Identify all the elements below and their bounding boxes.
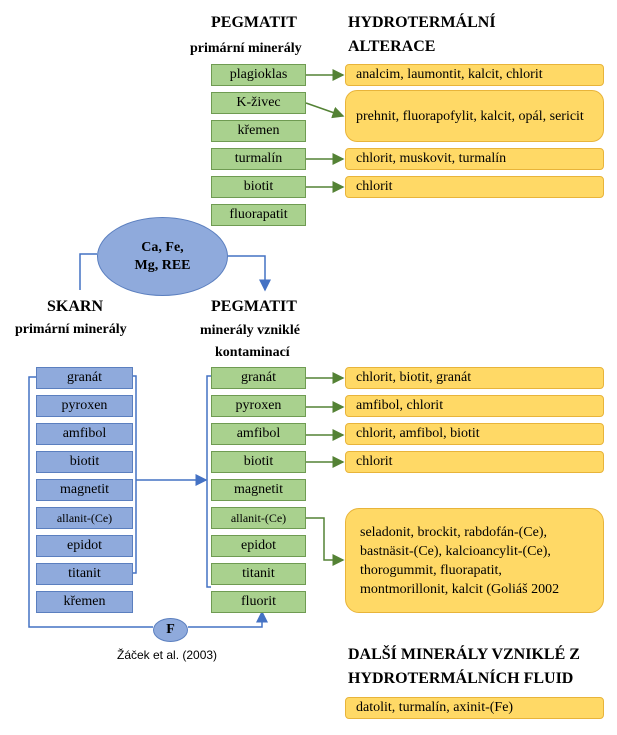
alteration-box: analcim, laumontit, kalcit, chlorit (345, 64, 604, 86)
skarn-mineral-box: allanit-(Ce) (36, 507, 133, 529)
contam-alteration-box: chlorit (345, 451, 604, 473)
allanit-alteration-line3: thorogummit, fluorapatit, (360, 563, 502, 578)
mineral-box: fluorapatit (211, 204, 306, 226)
contam-mineral-box: biotit (211, 451, 306, 473)
mineral-box: křemen (211, 120, 306, 142)
skarn-mineral-box: biotit (36, 451, 133, 473)
contam-alteration-box: chlorit, biotit, granát (345, 367, 604, 389)
arrow-contam-allanit (306, 517, 345, 566)
further-title-line2: HYDROTERMÁLNÍCH FLUID (348, 670, 574, 687)
contam-alteration-box: amfibol, chlorit (345, 395, 604, 417)
skarn-bracket (133, 375, 137, 574)
allanit-alteration-line1: seladonit, brockit, rabdofán-(Ce), (360, 525, 547, 540)
skarn-mineral-box: amfibol (36, 423, 133, 445)
element-ellipse: Ca, Fe, Mg, REE (97, 217, 228, 296)
arrow-k-zivec (305, 102, 345, 119)
skarn-mineral-box: titanit (36, 563, 133, 585)
contam-subtitle-line2: kontaminací (215, 345, 290, 360)
further-box: datolit, turmalín, axinit-(Fe) (345, 697, 604, 719)
hydro-title-line2: ALTERACE (348, 38, 436, 55)
contam-mineral-box: allanit-(Ce) (211, 507, 306, 529)
f-circle: F (153, 618, 188, 642)
hydro-title-line1: HYDROTERMÁLNÍ (348, 14, 496, 31)
ellipse-line1: Ca, Fe, (141, 239, 184, 255)
mineral-box: K-živec (211, 92, 306, 114)
allanit-alteration-box: seladonit, brockit, rabdofán-(Ce), bastn… (345, 508, 604, 613)
contam-mineral-box: amfibol (211, 423, 306, 445)
alteration-box: prehnit, fluorapofylit, kalcit, opál, se… (345, 90, 604, 142)
ellipse-right-arrow (228, 255, 271, 292)
citation: Žáček et al. (2003) (117, 648, 218, 662)
f-loop-line (28, 376, 153, 628)
skarn-subtitle: primární minerály (15, 322, 127, 337)
contam-mineral-box: fluorit (211, 591, 306, 613)
mineral-box: plagioklas (211, 64, 306, 86)
contam-mineral-box: epidot (211, 535, 306, 557)
ellipse-left-line (79, 253, 97, 290)
skarn-title: SKARN (47, 298, 104, 315)
further-title-line1: DALŠÍ MINERÁLY VZNIKLÉ Z (348, 646, 580, 663)
contam-mineral-box: titanit (211, 563, 306, 585)
skarn-mineral-box: magnetit (36, 479, 133, 501)
skarn-mineral-box: epidot (36, 535, 133, 557)
allanit-alteration-line4: montmorillonit, kalcit (Goliáš 2002 (360, 582, 560, 597)
contam-bracket (206, 375, 211, 588)
ellipse-line2: Mg, REE (134, 257, 191, 273)
mineral-box: turmalín (211, 148, 306, 170)
alteration-box: chlorit (345, 176, 604, 198)
alteration-box: chlorit, muskovit, turmalín (345, 148, 604, 170)
pegmatit-subtitle: primární minerály (190, 41, 302, 56)
f-loop-arrow (188, 610, 268, 628)
mineral-box: biotit (211, 176, 306, 198)
skarn-mineral-box: křemen (36, 591, 133, 613)
contam-mineral-box: pyroxen (211, 395, 306, 417)
contam-subtitle-line1: minerály vzniklé (200, 323, 300, 338)
contam-alteration-box: chlorit, amfibol, biotit (345, 423, 604, 445)
contam-mineral-box: granát (211, 367, 306, 389)
contam-mineral-box: magnetit (211, 479, 306, 501)
contam-title: PEGMATIT (211, 298, 297, 315)
skarn-mineral-box: pyroxen (36, 395, 133, 417)
pegmatit-title: PEGMATIT (211, 14, 297, 31)
allanit-alteration-line2: bastnäsit-(Ce), kalcioancylit-(Ce), (360, 544, 551, 559)
skarn-mineral-box: granát (36, 367, 133, 389)
